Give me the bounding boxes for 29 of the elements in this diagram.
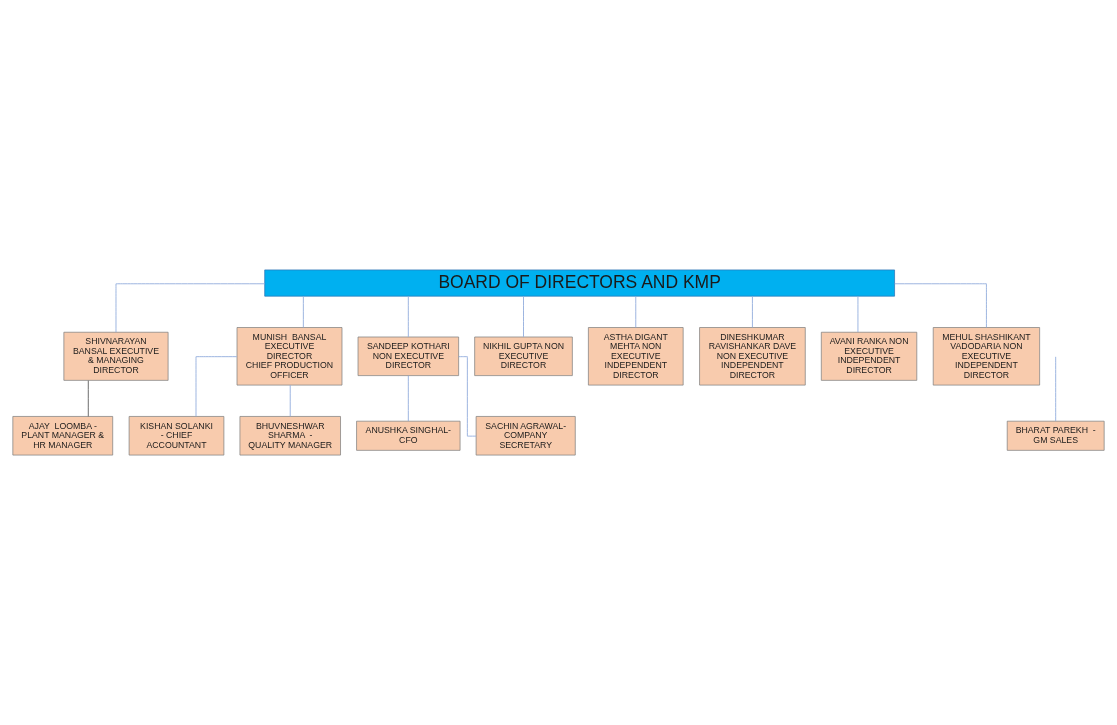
connector [523, 296, 524, 338]
node-box: SACHIN AGRAWAL- COMPANY SECRETARY [475, 416, 576, 456]
node-box: ASTHA DIGANT MEHTA NON EXECUTIVE INDEPENDENT DIRECTOR [588, 327, 684, 386]
node-box: SHIVNARAYAN BANSAL EXECUTIVE & MANAGING DIRECTOR [63, 331, 169, 381]
node-box: MUNISH BANSAL EXECUTIVE DIRECTOR CHIEF PRODUCTION OFFICER [236, 327, 343, 386]
connector [458, 356, 477, 437]
node-box: AVANI RANKA NON EXECUTIVE INDEPENDENT DIRECTOR [820, 331, 918, 381]
connector [1055, 356, 1057, 422]
connector [302, 296, 304, 328]
connector [752, 296, 753, 328]
connector [115, 283, 266, 333]
node-box: AJAY LOOMBA - PLANT MANAGER & HR MANAGER [12, 416, 114, 456]
node-box: MEHUL SHASHIKANT VADODARIA NON EXECUTIVE INDEPENDENT DIRECTOR [932, 327, 1040, 386]
node-box: BHARAT PAREKH - GM SALES [1006, 420, 1105, 451]
connector [289, 384, 291, 417]
node-box: BOARD OF DIRECTORS AND KMP [264, 269, 895, 297]
node-box: KISHAN SOLANKI - CHIEF ACCOUNTANT [128, 416, 225, 456]
connector [407, 375, 409, 422]
connector [87, 380, 89, 417]
connector [635, 296, 637, 328]
node-box: NIKHIL GUPTA NON EXECUTIVE DIRECTOR [474, 336, 573, 376]
connector [195, 356, 238, 417]
node-box: DINESHKUMAR RAVISHANKAR DAVE NON EXECUTIVE INDEPENDENT DIRECTOR [699, 327, 806, 386]
connector [407, 296, 409, 338]
connector [857, 296, 859, 333]
node-box: ANUSHKA SINGHAL- CFO [356, 420, 461, 451]
connector [894, 283, 987, 328]
node-box: BHUVNESHWAR SHARMA - QUALITY MANAGER [239, 416, 341, 456]
node-box: SANDEEP KOTHARI NON EXECUTIVE DIRECTOR [357, 336, 459, 376]
